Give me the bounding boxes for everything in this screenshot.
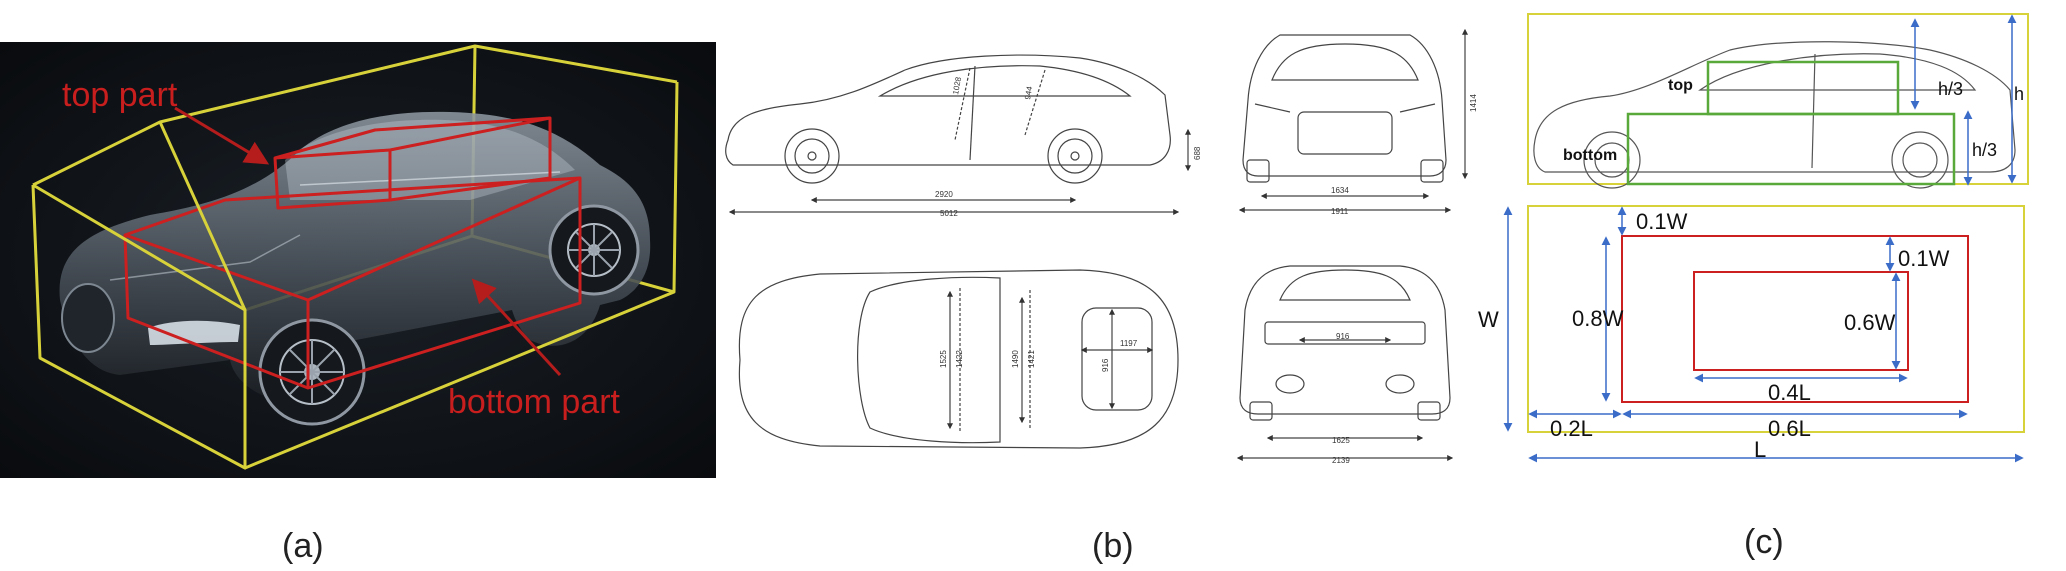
- h-third-bottom-label: h/3: [1972, 140, 1997, 160]
- margin-top-label: 0.1W: [1636, 209, 1688, 234]
- inner-length-label: 0.4L: [1768, 380, 1811, 405]
- h-label: h: [2014, 84, 2024, 104]
- top-part-arrow: [174, 106, 270, 165]
- side-roof-dim-b: 944: [1023, 85, 1034, 100]
- caption-b: (b): [1092, 527, 1134, 565]
- width-label: W: [1478, 307, 1499, 332]
- plan-yellow-frame: [1527, 205, 2025, 433]
- front-track-dim: 1634: [1331, 186, 1349, 195]
- bottom-part-label: bottom part: [448, 383, 621, 421]
- top-view-drawing: [738, 269, 1179, 449]
- side-length-dim: 5012: [940, 209, 958, 218]
- caption-a: (a): [282, 527, 324, 565]
- plan-dimension-arrows: [1503, 206, 2024, 463]
- top-trunk-width-dim: 916: [1101, 358, 1110, 372]
- outer-height-label: 0.8W: [1572, 306, 1624, 331]
- side-bottom-label: bottom: [1563, 147, 1617, 164]
- front-view-drawing: [1238, 28, 1468, 213]
- rear-view-drawing: [1236, 265, 1454, 461]
- front-width-dim: 1911: [1331, 207, 1349, 216]
- top-green-box: [1706, 60, 1900, 116]
- side-car-sketch: [1533, 41, 2016, 189]
- front-height-dim: 1414: [1469, 94, 1478, 112]
- front-wheel: [258, 318, 366, 426]
- top-seat-dim-c: 1490: [1011, 350, 1020, 368]
- yellow-bounding-box-front: [31, 81, 679, 470]
- h-third-top-label: h/3: [1938, 79, 1963, 99]
- rear-track-dim: 1625: [1332, 436, 1350, 445]
- panel-b: 2920 5012 1028 944 688 1634 1911 1414: [725, 28, 1478, 465]
- margin-inner-top-label: 0.1W: [1898, 246, 1950, 271]
- car-3d-render: [59, 111, 651, 426]
- red-part-boxes: [123, 116, 582, 390]
- bottom-part-arrow: [471, 278, 562, 377]
- top-trunk-len-dim: 1197: [1120, 339, 1138, 348]
- top-part-label: top part: [62, 76, 178, 114]
- top-seat-dim-b: 1422: [955, 350, 964, 368]
- plan-outer-red-box: [1621, 235, 1969, 403]
- rear-width-dim: 2139: [1332, 456, 1350, 465]
- panel-c: top bottom h/3 h/3 h 0.1W 0.1W 0.8W 0.6W…: [1478, 13, 2029, 463]
- outer-length-label: 0.6L: [1768, 416, 1811, 441]
- side-roof-dim-a: 1028: [951, 76, 963, 96]
- length-label: L: [1754, 437, 1766, 462]
- inner-height-label: 0.6W: [1844, 310, 1896, 335]
- top-seat-dim-a: 1525: [939, 350, 948, 368]
- side-wheelbase-dim: 2920: [935, 190, 953, 199]
- outer-offset-label: 0.2L: [1550, 416, 1593, 441]
- top-seat-dim-d: 1421: [1027, 350, 1036, 368]
- plan-inner-red-box: [1693, 271, 1909, 371]
- caption-c: (c): [1744, 523, 1784, 561]
- panel-a: top part bottom part: [0, 42, 716, 478]
- side-view-drawing: [725, 54, 1191, 215]
- rear-trunk-dim: 916: [1336, 332, 1350, 341]
- rear-wheel: [548, 204, 640, 296]
- side-top-label: top: [1668, 77, 1693, 94]
- bottom-green-box: [1626, 112, 1956, 186]
- side-ground-dim: 688: [1193, 146, 1202, 160]
